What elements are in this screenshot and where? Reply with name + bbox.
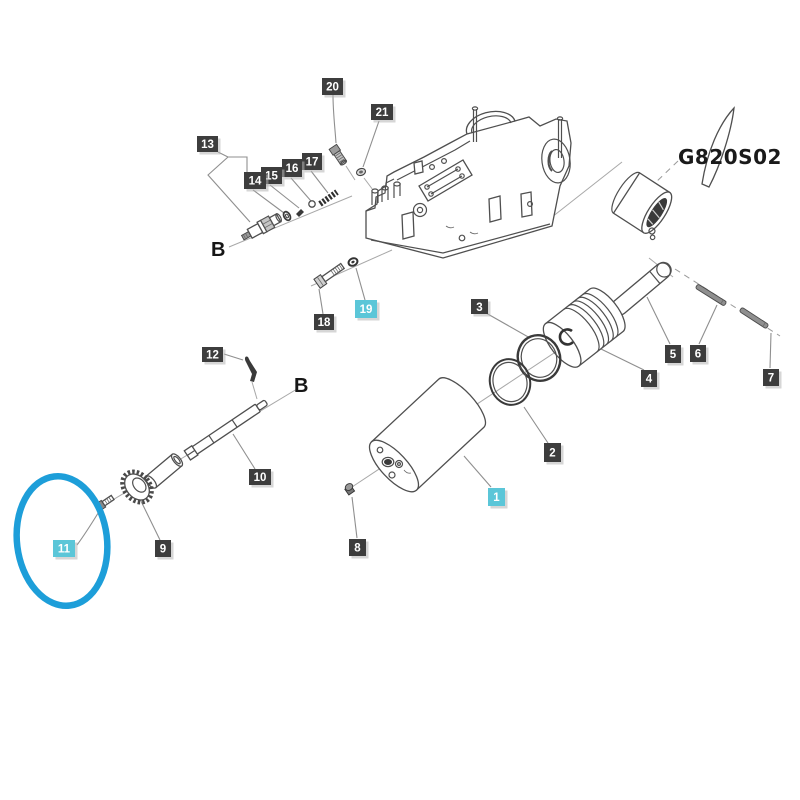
section-letter-bottom: B	[294, 375, 308, 397]
svg-text:14: 14	[249, 176, 262, 188]
part-label-17[interactable]: 17	[302, 153, 325, 173]
valve-part-13	[240, 212, 283, 241]
svg-text:10: 10	[254, 472, 267, 484]
part-labels: 20 21 13 17 16 15 14 18 19 12	[53, 78, 782, 560]
part-label-13[interactable]: 13	[197, 136, 221, 155]
svg-text:20: 20	[326, 82, 339, 94]
part-label-5[interactable]: 5	[665, 345, 684, 366]
part-label-4[interactable]: 4	[641, 370, 660, 390]
cylinder-part	[368, 377, 487, 493]
washer-part-14	[282, 210, 292, 222]
svg-text:4: 4	[646, 374, 653, 386]
svg-text:12: 12	[206, 350, 219, 362]
part-label-21[interactable]: 21	[371, 104, 396, 123]
leader-lines	[76, 94, 772, 546]
fitting-part-20	[328, 143, 348, 166]
shaft-part-10	[183, 399, 268, 461]
poppet-part-15	[296, 209, 304, 217]
o-ring-part-2	[488, 358, 532, 406]
svg-text:11: 11	[58, 544, 71, 556]
part-label-14[interactable]: 14	[244, 172, 269, 192]
clevis-pin-part	[610, 261, 672, 316]
svg-text:9: 9	[160, 544, 166, 556]
cotter-pin-part-12	[244, 356, 257, 382]
roll-pin-part-6	[695, 284, 727, 306]
svg-text:16: 16	[286, 163, 299, 175]
part-label-12[interactable]: 12	[202, 347, 226, 365]
ball-part-16	[308, 200, 316, 208]
part-label-9[interactable]: 9	[155, 540, 174, 560]
piston-part	[542, 287, 626, 368]
svg-text:21: 21	[376, 107, 389, 119]
part-label-19[interactable]: 19	[355, 300, 380, 321]
svg-text:2: 2	[549, 448, 555, 460]
plug-part-8	[344, 483, 356, 496]
lever-arm-fragment	[701, 106, 735, 188]
svg-text:7: 7	[768, 373, 774, 385]
part-label-3[interactable]: 3	[471, 299, 491, 317]
part-label-11[interactable]: 11	[53, 540, 78, 560]
reference-code: G820S02	[678, 145, 782, 169]
part-label-7[interactable]: 7	[763, 369, 782, 389]
part-label-10[interactable]: 10	[249, 469, 274, 488]
roll-pin-part-7	[739, 307, 769, 329]
part-label-20[interactable]: 20	[322, 78, 346, 98]
spring-part-17	[318, 189, 339, 207]
svg-text:17: 17	[306, 157, 319, 169]
svg-text:18: 18	[318, 317, 331, 329]
nut-part-21	[355, 167, 367, 177]
svg-text:13: 13	[201, 139, 214, 151]
part-label-2[interactable]: 2	[544, 443, 564, 465]
gear-part-9	[120, 469, 154, 505]
hydraulic-housing-drawing	[365, 106, 572, 259]
piston-snap-ring-mark	[558, 328, 574, 346]
svg-text:3: 3	[476, 302, 482, 314]
bushing-part	[611, 171, 673, 241]
svg-text:5: 5	[670, 349, 677, 361]
svg-text:19: 19	[360, 304, 373, 316]
section-letter-top: B	[211, 239, 225, 261]
part-label-1[interactable]: 1	[488, 488, 508, 509]
washer-part-19	[347, 257, 359, 267]
bolt-part-18	[313, 262, 346, 289]
svg-text:6: 6	[695, 349, 701, 361]
highlight-circle	[13, 473, 111, 609]
part-label-6[interactable]: 6	[690, 345, 709, 365]
part-label-16[interactable]: 16	[282, 159, 305, 180]
svg-text:8: 8	[354, 543, 361, 555]
part-label-8[interactable]: 8	[349, 539, 369, 559]
svg-text:1: 1	[493, 492, 500, 504]
part-label-18[interactable]: 18	[314, 314, 337, 333]
